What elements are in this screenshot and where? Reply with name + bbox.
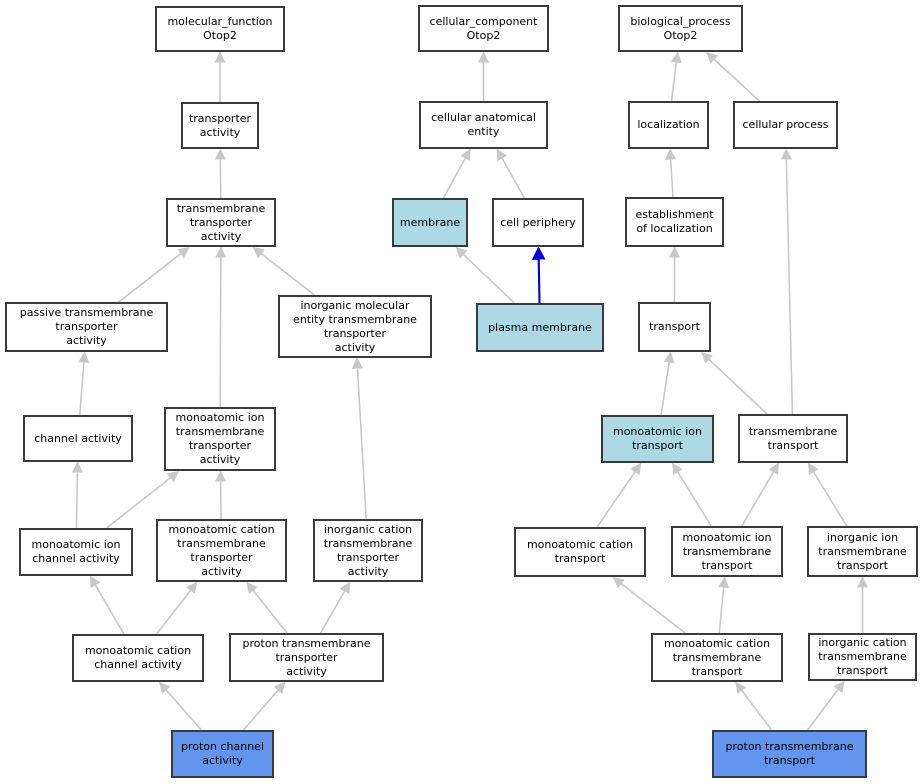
edge-monoatomic_ion_tm_transport--monoatomic_ion_transport [672,462,712,527]
edge-proton_transmembrane_transport--inorganic_cation_tm_transport [806,680,845,731]
node-label: inorganic cation transmembrane transport [818,636,907,677]
edge-monoatomic_cation_tm_transport--monoatomic_ion_tm_transport [718,576,730,634]
node-label: proton channel activity [180,740,265,767]
node-monoatomic_ion_tm_transport[interactable]: monoatomic ion transmembrane transport [671,526,783,577]
edge-localization--bp_root [670,51,682,102]
edge-monoatomic_ion_channel_activity--monoatomic_ion_tm_transporter_activity [106,471,180,529]
edge-monoatomic_ion_tm_transport--transmembrane_transport [741,462,779,527]
node-passive_transmembrane_transporter_activity[interactable]: passive transmembrane transporter activi… [5,302,168,352]
edge-monoatomic_cation_channel_activity--monoatomic_ion_channel_activity [89,575,125,635]
node-label: transmembrane transport [748,424,838,452]
edge-monoatomic_ion_channel_activity--channel_activity [71,461,84,529]
node-label: monoatomic cation channel activity [84,644,192,671]
node-cc_root[interactable]: cellular_component Otop2 [418,5,549,52]
edge-membrane--cellular_anatomical_entity [442,148,471,199]
node-monoatomic_cation_transport[interactable]: monoatomic cation transport [514,527,646,577]
edge-monoatomic_cation_tm_transporter_activity--monoatomic_ion_tm_transporter_activity [214,470,227,520]
node-label: cellular process [742,118,829,131]
node-channel_activity[interactable]: channel activity [23,415,133,462]
edge-proton_tm_transporter_activity--inorganic_cation_tm_transporter_activity [319,581,351,634]
node-label: transmembrane transporter activity [176,201,266,243]
node-cellular_process[interactable]: cellular process [733,101,838,149]
node-label: transport [649,320,700,333]
node-label: monoatomic cation transmembrane transpor… [663,636,771,678]
node-label: monoatomic ion transmembrane transporter… [175,411,265,466]
node-label: proton transmembrane transporter activit… [242,636,371,678]
edge-channel_activity--passive_transmembrane_transporter_activity [78,351,90,416]
edge-cellular_process--bp_root [706,51,760,102]
edge-monoatomic_cation_channel_activity--monoatomic_cation_tm_transporter_activity [155,581,198,635]
edge-transmembrane_transport--cellular_process [780,148,794,415]
node-label: inorganic molecular entity transmembrane… [293,298,417,354]
node-cellular_anatomical_entity[interactable]: cellular anatomical entity [419,101,548,149]
node-label: cellular_component Otop2 [429,14,538,42]
node-transmembrane_transport[interactable]: transmembrane transport [738,414,848,463]
edge-plasma_membrane--membrane [455,246,515,304]
node-label: transporter activity [188,111,252,139]
node-monoatomic_cation_tm_transporter_activity[interactable]: monoatomic cation transmembrane transpor… [156,519,287,582]
node-label: passive transmembrane transporter activi… [19,306,154,347]
node-proton_channel_activity[interactable]: proton channel activity [171,730,274,778]
node-transport[interactable]: transport [638,302,711,352]
node-label: monoatomic ion transport [612,425,702,452]
node-label: channel activity [34,431,122,445]
edge-monoatomic_ion_tm_transporter_activity--transmembrane_transporter_activity [215,246,227,408]
edge-cell_periphery--cellular_anatomical_entity [496,148,525,199]
edge-inorganic_ion_tm_transport--transmembrane_transport [807,462,848,527]
node-monoatomic_ion_transport[interactable]: monoatomic ion transport [601,415,714,463]
node-label: biological_process Otop2 [630,14,731,42]
node-label: molecular_function Otop2 [167,15,273,42]
edge-proton_transmembrane_transport--monoatomic_cation_tm_transport [735,681,773,731]
node-label: cellular anatomical entity [431,111,536,138]
node-label: plasma membrane [488,320,592,334]
node-inorganic_cation_tm_transport[interactable]: inorganic cation transmembrane transport [808,633,917,681]
edge-monoatomic_cation_tm_transport--monoatomic_cation_transport [612,577,686,634]
edge-establishment_of_localization--localization [665,148,677,198]
edge-inorganic_molecular_entity_tm_transporter_activity--transmembrane_transporter_activity [252,247,315,296]
edge-transmembrane_transport--transport [700,351,768,415]
node-establishment_of_localization[interactable]: establishment of localization [625,197,724,247]
node-membrane[interactable]: membrane [392,198,468,247]
node-cell_periphery[interactable]: cell periphery [492,198,584,247]
edge-monoatomic_cation_transport--monoatomic_ion_transport [596,462,642,528]
node-bp_root[interactable]: biological_process Otop2 [618,5,743,52]
node-monoatomic_cation_channel_activity[interactable]: monoatomic cation channel activity [72,634,204,682]
node-inorganic_cation_tm_transporter_activity[interactable]: inorganic cation transmembrane transport… [313,519,423,582]
node-transporter_activity[interactable]: transporter activity [181,102,259,149]
node-proton_tm_transporter_activity[interactable]: proton transmembrane transporter activit… [229,633,384,682]
node-monoatomic_cation_tm_transport[interactable]: monoatomic cation transmembrane transpor… [651,633,783,682]
node-label: establishment of localization [635,208,714,235]
node-label: inorganic ion transmembrane transport [818,530,907,572]
node-label: localization [637,118,700,131]
edge-proton_tm_transporter_activity--monoatomic_cation_tm_transporter_activity [246,581,288,634]
node-label: monoatomic ion transmembrane transport [682,530,772,572]
node-mf_root[interactable]: molecular_function Otop2 [155,6,285,52]
node-label: membrane [399,215,461,229]
node-label: monoatomic cation transmembrane transpor… [168,522,275,578]
edge-passive_transmembrane_transporter_activity--transmembrane_transporter_activity [118,247,190,303]
node-monoatomic_ion_channel_activity[interactable]: monoatomic ion channel activity [19,528,133,576]
node-label: cell periphery [500,215,576,229]
node-monoatomic_ion_tm_transporter_activity[interactable]: monoatomic ion transmembrane transporter… [164,407,276,471]
node-inorganic_ion_tm_transport[interactable]: inorganic ion transmembrane transport [807,526,918,577]
edge-proton_channel_activity--proton_tm_transporter_activity [242,681,286,731]
edge-inorganic_cation_tm_transporter_activity--inorganic_molecular_entity_tm_transporter_activity [351,357,367,520]
node-transmembrane_transporter_activity[interactable]: transmembrane transporter activity [166,198,276,247]
node-label: proton transmembrane transport [725,740,854,767]
edge-plasma_membrane--cell_periphery [531,246,546,304]
node-label: monoatomic ion channel activity [31,538,121,565]
edge-monoatomic_ion_transport--transport [660,351,675,416]
node-inorganic_molecular_entity_tm_transporter_activity[interactable]: inorganic molecular entity transmembrane… [278,295,432,358]
node-proton_transmembrane_transport[interactable]: proton transmembrane transport [712,730,867,778]
node-plasma_membrane[interactable]: plasma membrane [476,303,604,352]
node-label: monoatomic cation transport [526,538,634,565]
node-localization[interactable]: localization [628,101,709,149]
node-label: inorganic cation transmembrane transport… [323,522,413,578]
edge-proton_channel_activity--monoatomic_cation_channel_activity [158,681,203,731]
